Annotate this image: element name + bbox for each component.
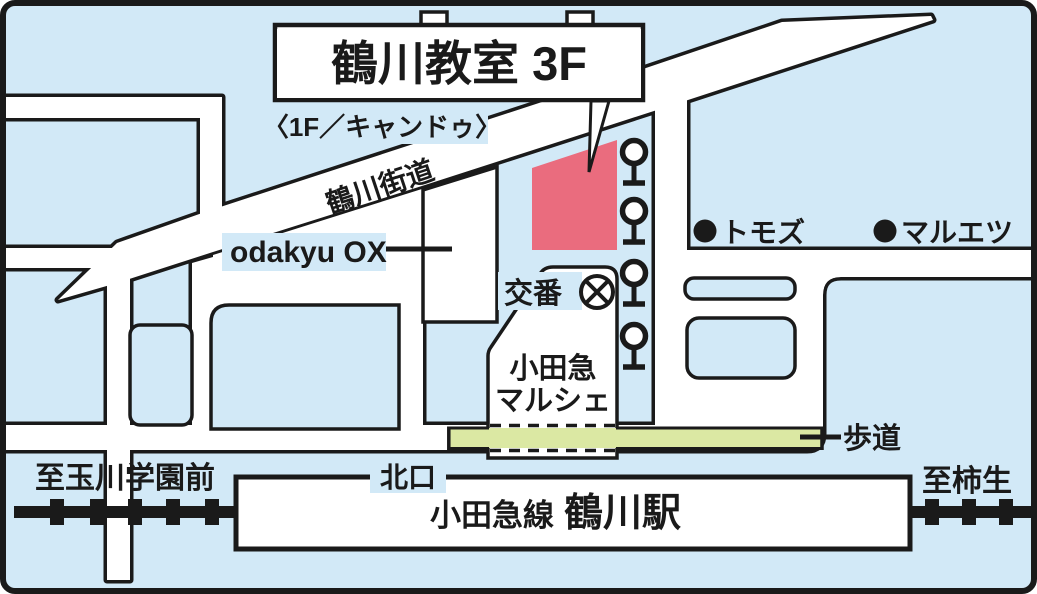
railway-line-left — [14, 499, 236, 525]
road-upper-left — [6, 97, 222, 220]
police-box-icon — [579, 274, 615, 310]
north-exit-label: 北口 — [380, 462, 436, 493]
marche-building — [486, 265, 619, 460]
to-kakio-label: 至柿生 — [922, 464, 1012, 498]
classroom-building — [532, 140, 617, 250]
railway-line-right — [908, 499, 1031, 525]
marche-label-line1: 小田急 — [509, 352, 596, 385]
sidewalk-label: 歩道 — [843, 422, 901, 455]
road-left-vertical — [107, 256, 130, 580]
odakyu-ox-building — [421, 164, 499, 324]
map-title: 鶴川教室 3F — [331, 37, 587, 90]
title-callout-pointer — [587, 99, 611, 173]
station-box — [233, 474, 913, 552]
city-block-rounded — [128, 323, 194, 427]
traffic-light-icon — [619, 137, 649, 186]
koban-label: 交番 — [504, 276, 563, 310]
plaza-island-small — [683, 276, 797, 301]
sidewalk-band — [447, 423, 824, 453]
north-exit-label-bg — [370, 459, 446, 493]
plaza-island-large — [685, 316, 797, 380]
maruetsu-dot-icon — [873, 219, 897, 243]
floor-note-label: 〈1F／キャンドゥ〉 — [263, 112, 501, 142]
station-label: 小田急線鶴川駅 — [430, 492, 681, 535]
tomods-label: トモズ — [721, 216, 805, 248]
hidden-edge-dashes — [490, 423, 615, 453]
floor-note-bg — [276, 106, 488, 144]
city-block-center — [209, 303, 401, 431]
odakyu-ox-label: odakyu OX — [230, 236, 387, 269]
title-box-inner — [277, 29, 641, 98]
road-center-vertical-1 — [192, 257, 213, 427]
traffic-light-icon — [619, 196, 649, 245]
traffic-light-icons — [619, 137, 649, 370]
tomods-dot-icon — [693, 219, 717, 243]
maruetsu-label: マルエツ — [901, 217, 1013, 248]
traffic-light-icon — [619, 321, 649, 370]
koban-label-bg — [498, 272, 582, 310]
marche-label-line2: マルシェ — [495, 385, 611, 417]
odakyu-ox-label-bg — [222, 233, 386, 271]
road-tsurukawa-kaido — [58, 16, 933, 300]
to-tamagawa-gakuen-mae-label: 至玉川学園前 — [35, 461, 215, 495]
traffic-light-icon — [619, 258, 649, 307]
